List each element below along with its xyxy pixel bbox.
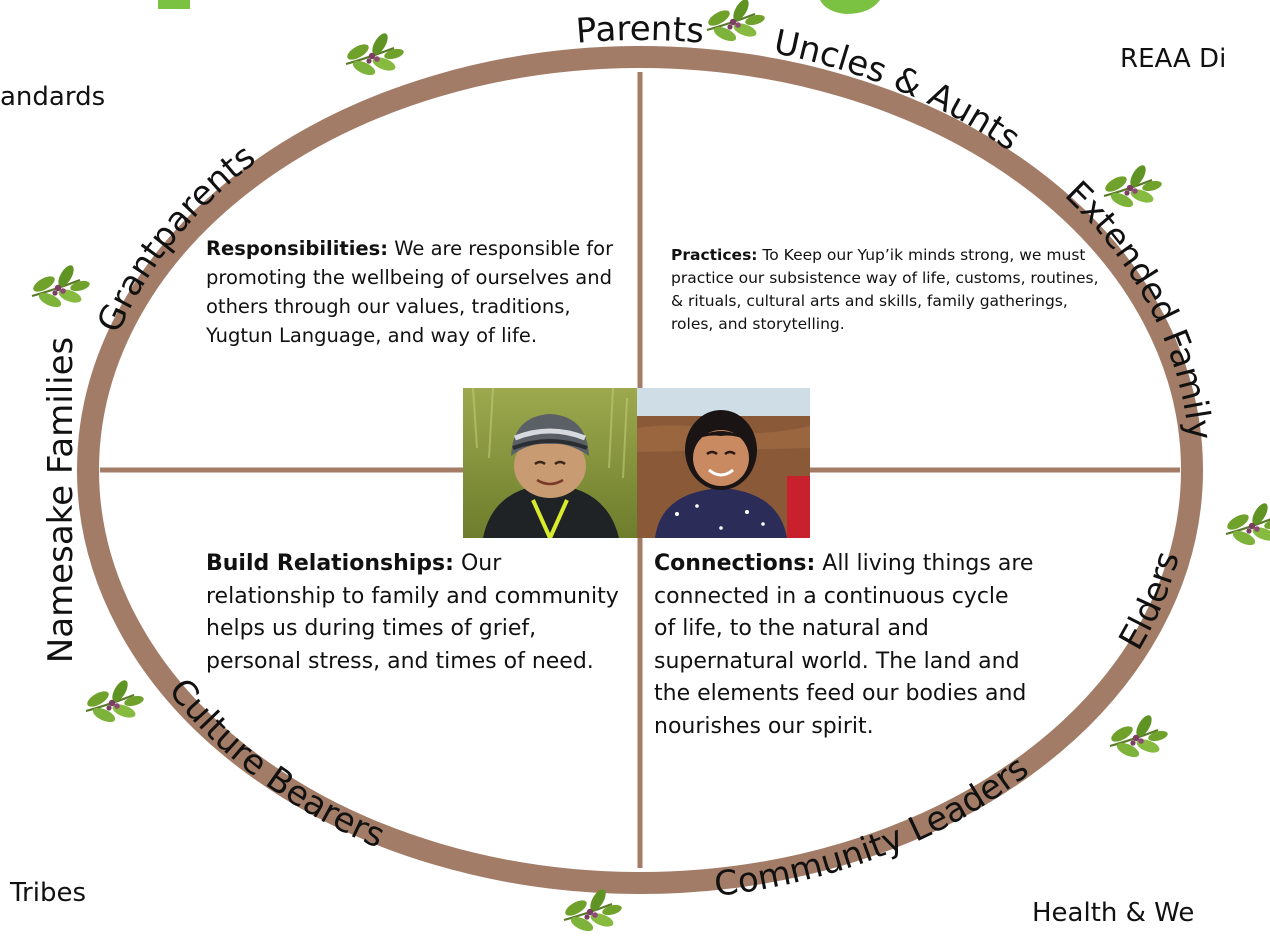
logo-fragment-left	[158, 0, 190, 9]
smiling-child-tundra-photo	[637, 388, 810, 538]
build-relationships-text: Build Relationships: Our relationship to…	[206, 548, 626, 678]
responsibilities-body: We are responsible for promoting the wel…	[206, 237, 614, 347]
corner-label-top-right: REAA Di	[1120, 44, 1227, 74]
berry-sprig-icon	[561, 885, 624, 936]
ring-label-elders: Elders	[1111, 547, 1187, 657]
ring-label-culture-bearers: Culture Bearers	[161, 671, 391, 856]
build-relationships-body: Our relationship to family and community…	[206, 551, 619, 674]
corner-label-bottom-right: Health & We	[1032, 898, 1195, 928]
ring-label-community-leaders: Community Leaders	[712, 748, 1036, 905]
build-relationships-heading: Build Relationships:	[206, 551, 454, 576]
berry-sprig-icon	[1107, 711, 1170, 762]
berry-sprig-icon	[343, 29, 406, 80]
logo-fragment-right	[820, 0, 880, 14]
responsibilities-heading: Responsibilities:	[206, 237, 389, 260]
berry-sprig-icon	[704, 0, 767, 46]
responsibilities-text: Responsibilities: We are responsible for…	[206, 234, 626, 350]
berry-sprig-icon	[29, 261, 92, 312]
berry-sprig-icon	[83, 676, 146, 727]
corner-label-top-left: andards	[0, 82, 106, 112]
outer-ring	[77, 46, 1203, 894]
practices-text: Practices: To Keep our Yup’ik minds stro…	[671, 244, 1111, 336]
ring-label-parents: Parents	[574, 9, 705, 52]
practices-heading: Practices:	[671, 246, 758, 264]
ring-label-uncles-aunts: Uncles & Aunts	[771, 22, 1028, 159]
practices-body: To Keep our Yup’ik minds strong, we must…	[671, 246, 1099, 333]
connections-heading: Connections:	[654, 551, 816, 576]
corner-label-bottom-left: Tribes	[10, 878, 87, 908]
connections-text: Connections: All living things are conne…	[654, 548, 1034, 743]
berry-sprig-icon	[1223, 499, 1270, 550]
connections-body: All living things are connected in a con…	[654, 551, 1034, 739]
child-in-striped-beanie-photo	[463, 388, 637, 538]
ring-label-namesake-families: Namesake Families	[41, 337, 81, 663]
